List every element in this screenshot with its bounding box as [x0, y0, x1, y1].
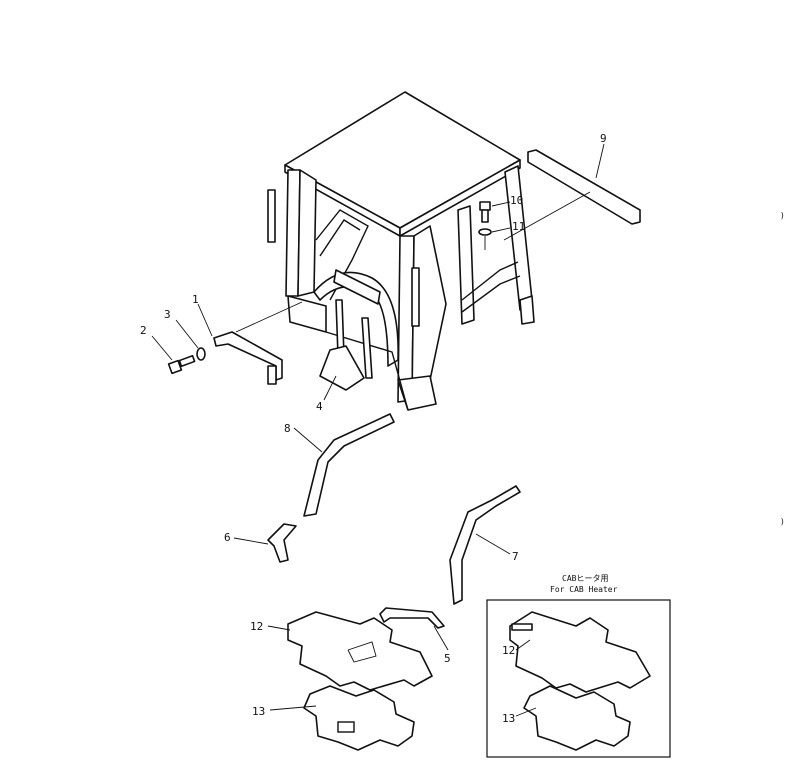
part-8-leader	[293, 427, 323, 453]
part-13-leader	[269, 705, 317, 711]
part-2-leader	[151, 335, 173, 361]
callout-13: 13	[252, 705, 265, 718]
part-6-leader	[233, 537, 269, 545]
part-10-bolt	[479, 201, 491, 223]
callout-10: 10	[510, 194, 523, 207]
cab-inner-post	[457, 205, 475, 325]
part-8-trim	[303, 413, 395, 517]
callout-3: 3	[164, 308, 171, 321]
cab-inner-brace-2	[461, 275, 521, 313]
part-13-lower-mat	[303, 685, 415, 751]
inset-title-jp: CABヒータ用	[562, 574, 608, 583]
cab-front-left-post-face	[411, 225, 447, 401]
inset-cab-heater: CABヒータ用 For CAB Heater 12 13	[486, 574, 671, 758]
part-9-roof-strip	[527, 149, 641, 225]
inset-callout-13: 13	[502, 712, 515, 725]
part-2-bolt	[167, 354, 196, 375]
callout-12: 12	[250, 620, 263, 633]
callout-7: 7	[512, 550, 519, 563]
part-1-bracket-leg	[267, 365, 277, 385]
cab-rear-left-post-face	[297, 169, 317, 297]
cab-floor-rail	[325, 331, 409, 411]
part-9-leader	[595, 143, 605, 179]
part-11-leader	[491, 227, 511, 233]
part-13-mat-cutout	[337, 721, 355, 733]
callout-6: 6	[224, 531, 231, 544]
part-1-leader	[197, 303, 213, 337]
part-3-leader	[175, 319, 199, 349]
margin-mark-bottom: )	[780, 517, 785, 526]
part-1-install-line	[235, 301, 303, 333]
callout-2: 2	[140, 324, 147, 337]
cab-frame-assembly	[267, 91, 535, 411]
margin-mark-top: )	[780, 211, 785, 220]
part-12-leader	[267, 625, 291, 631]
cab-front-right-post	[504, 165, 533, 311]
part-7-trim	[449, 485, 521, 605]
inset-border	[486, 599, 671, 758]
inset-part-13-lower-mat	[523, 685, 631, 751]
part-4-seal-right	[361, 317, 373, 379]
callout-4: 4	[316, 400, 323, 413]
inset-part-12-floor-mat	[509, 611, 651, 693]
callout-9: 9	[600, 132, 607, 145]
part-3-washer	[196, 347, 206, 361]
inset-heater-duct	[511, 623, 533, 631]
cab-front-handle	[411, 267, 420, 327]
cab-front-right-foot	[519, 295, 535, 325]
part-12-mat-texture	[347, 641, 377, 663]
callout-1: 1	[192, 293, 199, 306]
cab-door-frame-inner	[319, 219, 361, 257]
inset-callout-12: 12	[502, 644, 515, 657]
part-5-leader	[433, 625, 449, 651]
cab-inner-brace	[461, 261, 519, 301]
part-9-install-line	[503, 191, 591, 241]
cab-rear-bracket	[333, 269, 381, 305]
part-12-floor-mat	[287, 611, 433, 691]
callout-5: 5	[444, 652, 451, 665]
inset-part-13-leader	[515, 707, 537, 717]
callout-8: 8	[284, 422, 291, 435]
part-6-crank	[267, 523, 297, 563]
callout-11: 11	[512, 220, 525, 233]
cab-roof-edge-right	[399, 159, 521, 237]
part-7-leader	[475, 533, 511, 555]
part-5-bar	[379, 607, 445, 629]
part-4-leader	[323, 375, 337, 401]
part-10-leader	[491, 201, 511, 207]
cab-lower-frame	[287, 295, 327, 333]
part-4-seal-base	[319, 345, 365, 391]
cab-left-handle	[267, 189, 276, 243]
part-11-washer	[478, 228, 492, 236]
inset-part-12-leader	[515, 639, 531, 651]
inset-title-en: For CAB Heater	[550, 585, 618, 594]
